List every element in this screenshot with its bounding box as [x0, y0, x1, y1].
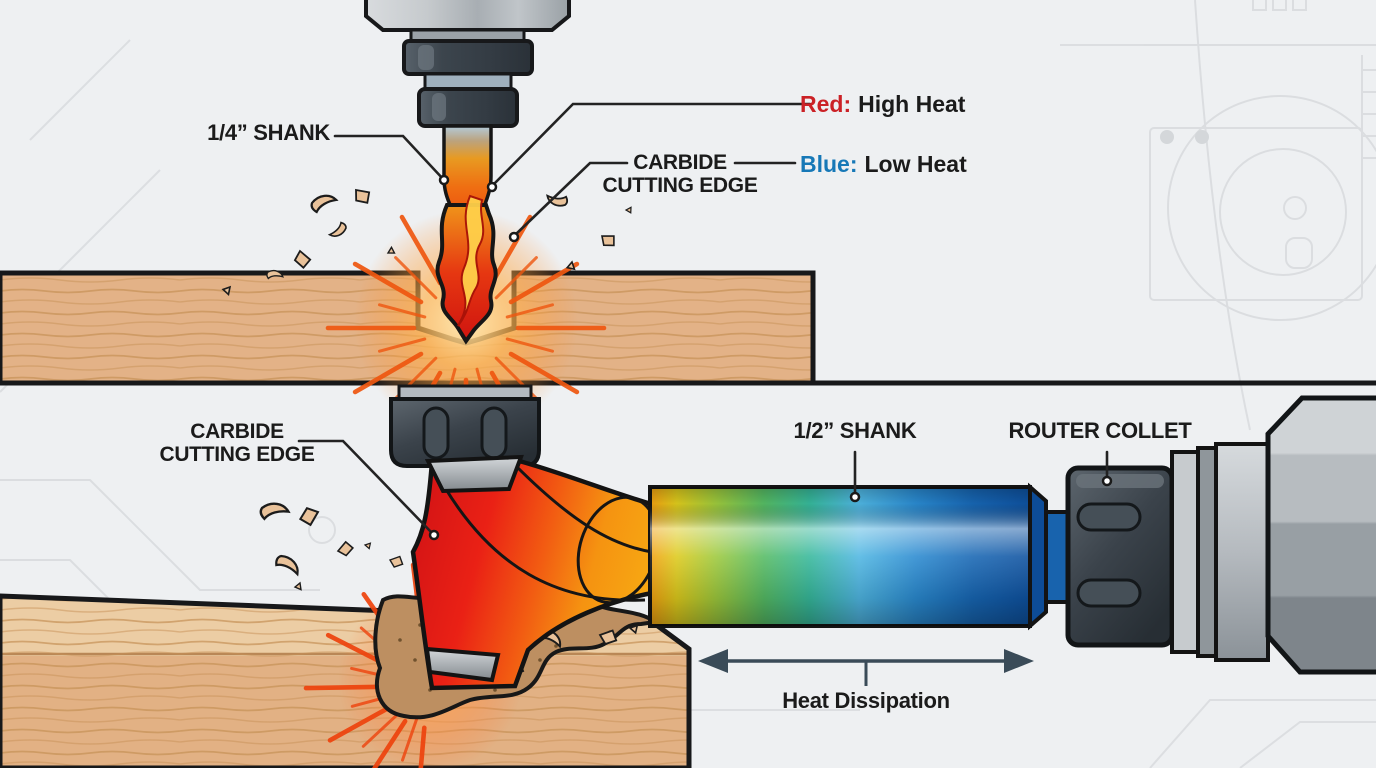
heat-dissipation-arrow — [698, 649, 1034, 686]
legend-blue-term: Blue: — [800, 151, 858, 177]
hanging-collet — [389, 384, 541, 468]
label-carbide-cutting-edge-bottom: CARBIDE CUTTING EDGE — [147, 420, 327, 466]
half-inch-shank — [648, 482, 1070, 631]
leader-lines — [297, 102, 1109, 536]
leader-dots — [428, 174, 1113, 541]
label-router-collet: ROUTER COLLET — [1008, 418, 1192, 443]
quarter-inch-bit — [435, 124, 498, 345]
label-heat-dissipation: Heat Dissipation — [782, 688, 950, 713]
legend-red-desc: High Heat — [858, 91, 966, 117]
label-line: CUTTING EDGE — [602, 174, 758, 197]
legend-high-heat: Red:High Heat — [800, 91, 965, 118]
label-quarter-shank: 1/4” SHANK — [207, 120, 330, 145]
wood-chips-bottom — [259, 502, 404, 591]
router-motor-body — [1265, 395, 1376, 675]
label-line: CARBIDE — [633, 151, 727, 174]
router-collet-assembly — [1065, 442, 1270, 662]
label-line: CUTTING EDGE — [159, 443, 315, 466]
label-half-shank: 1/2” SHANK — [793, 418, 917, 443]
legend-low-heat: Blue:Low Heat — [800, 151, 967, 178]
label-line: CARBIDE — [190, 420, 284, 443]
legend-blue-desc: Low Heat — [864, 151, 967, 177]
label-carbide-cutting-edge-top: CARBIDE CUTTING EDGE — [590, 151, 770, 197]
router-spindle-top — [364, 0, 571, 128]
legend-red-term: Red: — [800, 91, 852, 117]
half-inch-bit-head — [410, 454, 661, 691]
